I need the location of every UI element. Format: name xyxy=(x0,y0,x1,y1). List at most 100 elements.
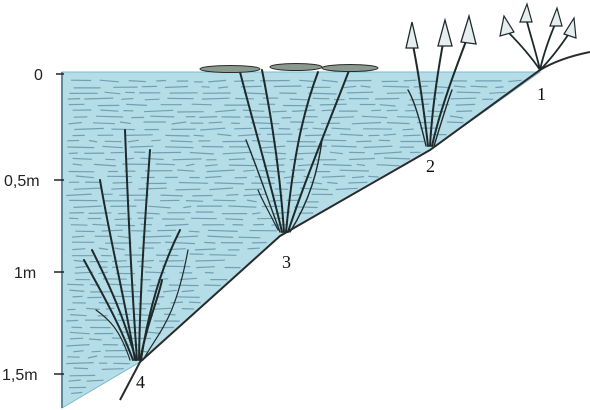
water-ripple-stroke xyxy=(495,87,503,88)
water-ripple-stroke xyxy=(149,285,157,286)
water-ripple-stroke xyxy=(189,302,201,303)
water-ripple-stroke xyxy=(67,147,94,148)
water-ripple-stroke xyxy=(69,218,78,219)
water-ripple-stroke xyxy=(397,117,418,118)
water-ripple-stroke xyxy=(456,104,475,105)
water-ripple-stroke xyxy=(368,176,379,177)
depth-label-1: 1m xyxy=(14,265,36,282)
water-ripple-stroke xyxy=(356,141,371,142)
depth-label-0: 0 xyxy=(34,67,43,84)
water-ripple-stroke xyxy=(371,110,381,111)
water-ripple-stroke xyxy=(70,338,83,339)
water-ripple-stroke xyxy=(234,81,254,82)
water-ripple-stroke xyxy=(121,99,133,100)
water-ripple-stroke xyxy=(156,164,175,165)
water-ripple-stroke xyxy=(176,297,200,298)
zone-label-3: 3 xyxy=(282,252,291,272)
water-ripple-stroke xyxy=(116,225,136,226)
water-ripple-stroke xyxy=(387,93,407,94)
water-ripple-stroke xyxy=(112,261,127,262)
water-ripple-stroke xyxy=(348,182,367,183)
water-ripple-stroke xyxy=(287,141,316,142)
water-ripple-stroke xyxy=(229,165,257,166)
water-ripple-stroke xyxy=(189,231,200,232)
floating-leaves xyxy=(200,64,378,73)
water-ripple-stroke xyxy=(451,98,477,99)
water-ripple-stroke xyxy=(196,260,225,261)
water-ripple-stroke xyxy=(161,195,183,196)
water-ripple-stroke xyxy=(470,86,487,87)
water-ripple-stroke xyxy=(204,242,215,243)
water-ripple-stroke xyxy=(202,87,210,88)
water-ripple-stroke xyxy=(305,135,331,136)
depth-tick-1-5: 1,5m xyxy=(2,367,64,384)
depth-label-1-5: 1,5m xyxy=(2,367,38,384)
water-ripple-stroke xyxy=(375,99,399,100)
zone-label-2: 2 xyxy=(426,156,435,176)
water-ripple-stroke xyxy=(213,200,236,201)
zone-label-4: 4 xyxy=(136,372,145,392)
water-ripple-stroke xyxy=(340,170,369,171)
water-ripple-stroke xyxy=(387,110,398,111)
water-ripple-stroke xyxy=(156,81,166,82)
water-ripple-stroke xyxy=(290,99,308,100)
water-ripple-stroke xyxy=(204,285,221,286)
water-ripple-stroke xyxy=(138,188,166,189)
water-ripple-stroke xyxy=(73,296,83,297)
water-ripple-stroke xyxy=(322,110,333,111)
water-ripple-stroke xyxy=(89,213,112,214)
water-ripple-stroke xyxy=(209,122,223,123)
water-ripple-stroke xyxy=(111,188,127,189)
water-ripple-stroke xyxy=(145,99,160,100)
water-ripple-stroke xyxy=(402,129,413,130)
water-ripple-stroke xyxy=(69,153,78,154)
water-ripple-stroke xyxy=(140,224,152,225)
water-ripple-stroke xyxy=(199,117,217,118)
water-ripple-stroke xyxy=(151,140,161,141)
water-ripple-stroke xyxy=(209,255,236,256)
water-ripple-stroke xyxy=(248,248,260,249)
water-ripple-stroke xyxy=(234,128,252,129)
water-ripple-stroke xyxy=(404,80,417,81)
water-ripple-stroke xyxy=(171,302,183,303)
water-ripple-stroke xyxy=(147,291,155,292)
water-ripple-stroke xyxy=(286,182,304,183)
water-ripple-stroke xyxy=(238,237,260,238)
water-ripple-stroke xyxy=(347,92,373,93)
water-ripple-stroke xyxy=(111,129,134,130)
water-ripple-stroke xyxy=(229,159,245,160)
water-ripple-stroke xyxy=(169,285,199,286)
depth-label-0-5: 0,5m xyxy=(4,173,40,190)
water-ripple-stroke xyxy=(152,152,181,153)
water-ripple-stroke xyxy=(71,225,88,226)
water-ripple-stroke xyxy=(166,135,190,136)
water-ripple-stroke xyxy=(225,219,243,220)
water-ripple-stroke xyxy=(114,296,142,297)
water-ripple-stroke xyxy=(96,116,123,117)
depth-tick-1: 1m xyxy=(14,265,64,282)
water-ripple-stroke xyxy=(68,99,80,100)
water-ripple-stroke xyxy=(456,111,472,112)
water-ripple-stroke xyxy=(67,284,84,285)
zone-label-1: 1 xyxy=(537,84,546,104)
water-ripple-stroke xyxy=(383,86,410,87)
water-ripple-stroke xyxy=(447,122,464,123)
water-ripple-stroke xyxy=(176,189,201,190)
water-ripple-stroke xyxy=(92,351,101,352)
water-ripple-stroke xyxy=(113,182,133,183)
water-ripple-stroke xyxy=(457,92,481,93)
depth-tick-0: 0 xyxy=(34,67,64,84)
water-ripple-stroke xyxy=(403,135,420,136)
water-ripple-stroke xyxy=(290,159,304,160)
water-ripple-stroke xyxy=(274,86,302,87)
depth-tick-0-5: 0,5m xyxy=(4,173,64,190)
water-ripple-stroke xyxy=(428,111,446,112)
water-ripple-stroke xyxy=(66,320,78,321)
water-ripple-stroke xyxy=(125,135,153,136)
water-ripple-stroke xyxy=(112,267,131,268)
water-ripple-stroke xyxy=(272,111,287,112)
water-ripple-stroke xyxy=(162,266,190,267)
emergent-reed-tips xyxy=(406,16,476,48)
water-ripple-stroke xyxy=(194,135,204,136)
water-ripple-stroke xyxy=(245,117,270,118)
